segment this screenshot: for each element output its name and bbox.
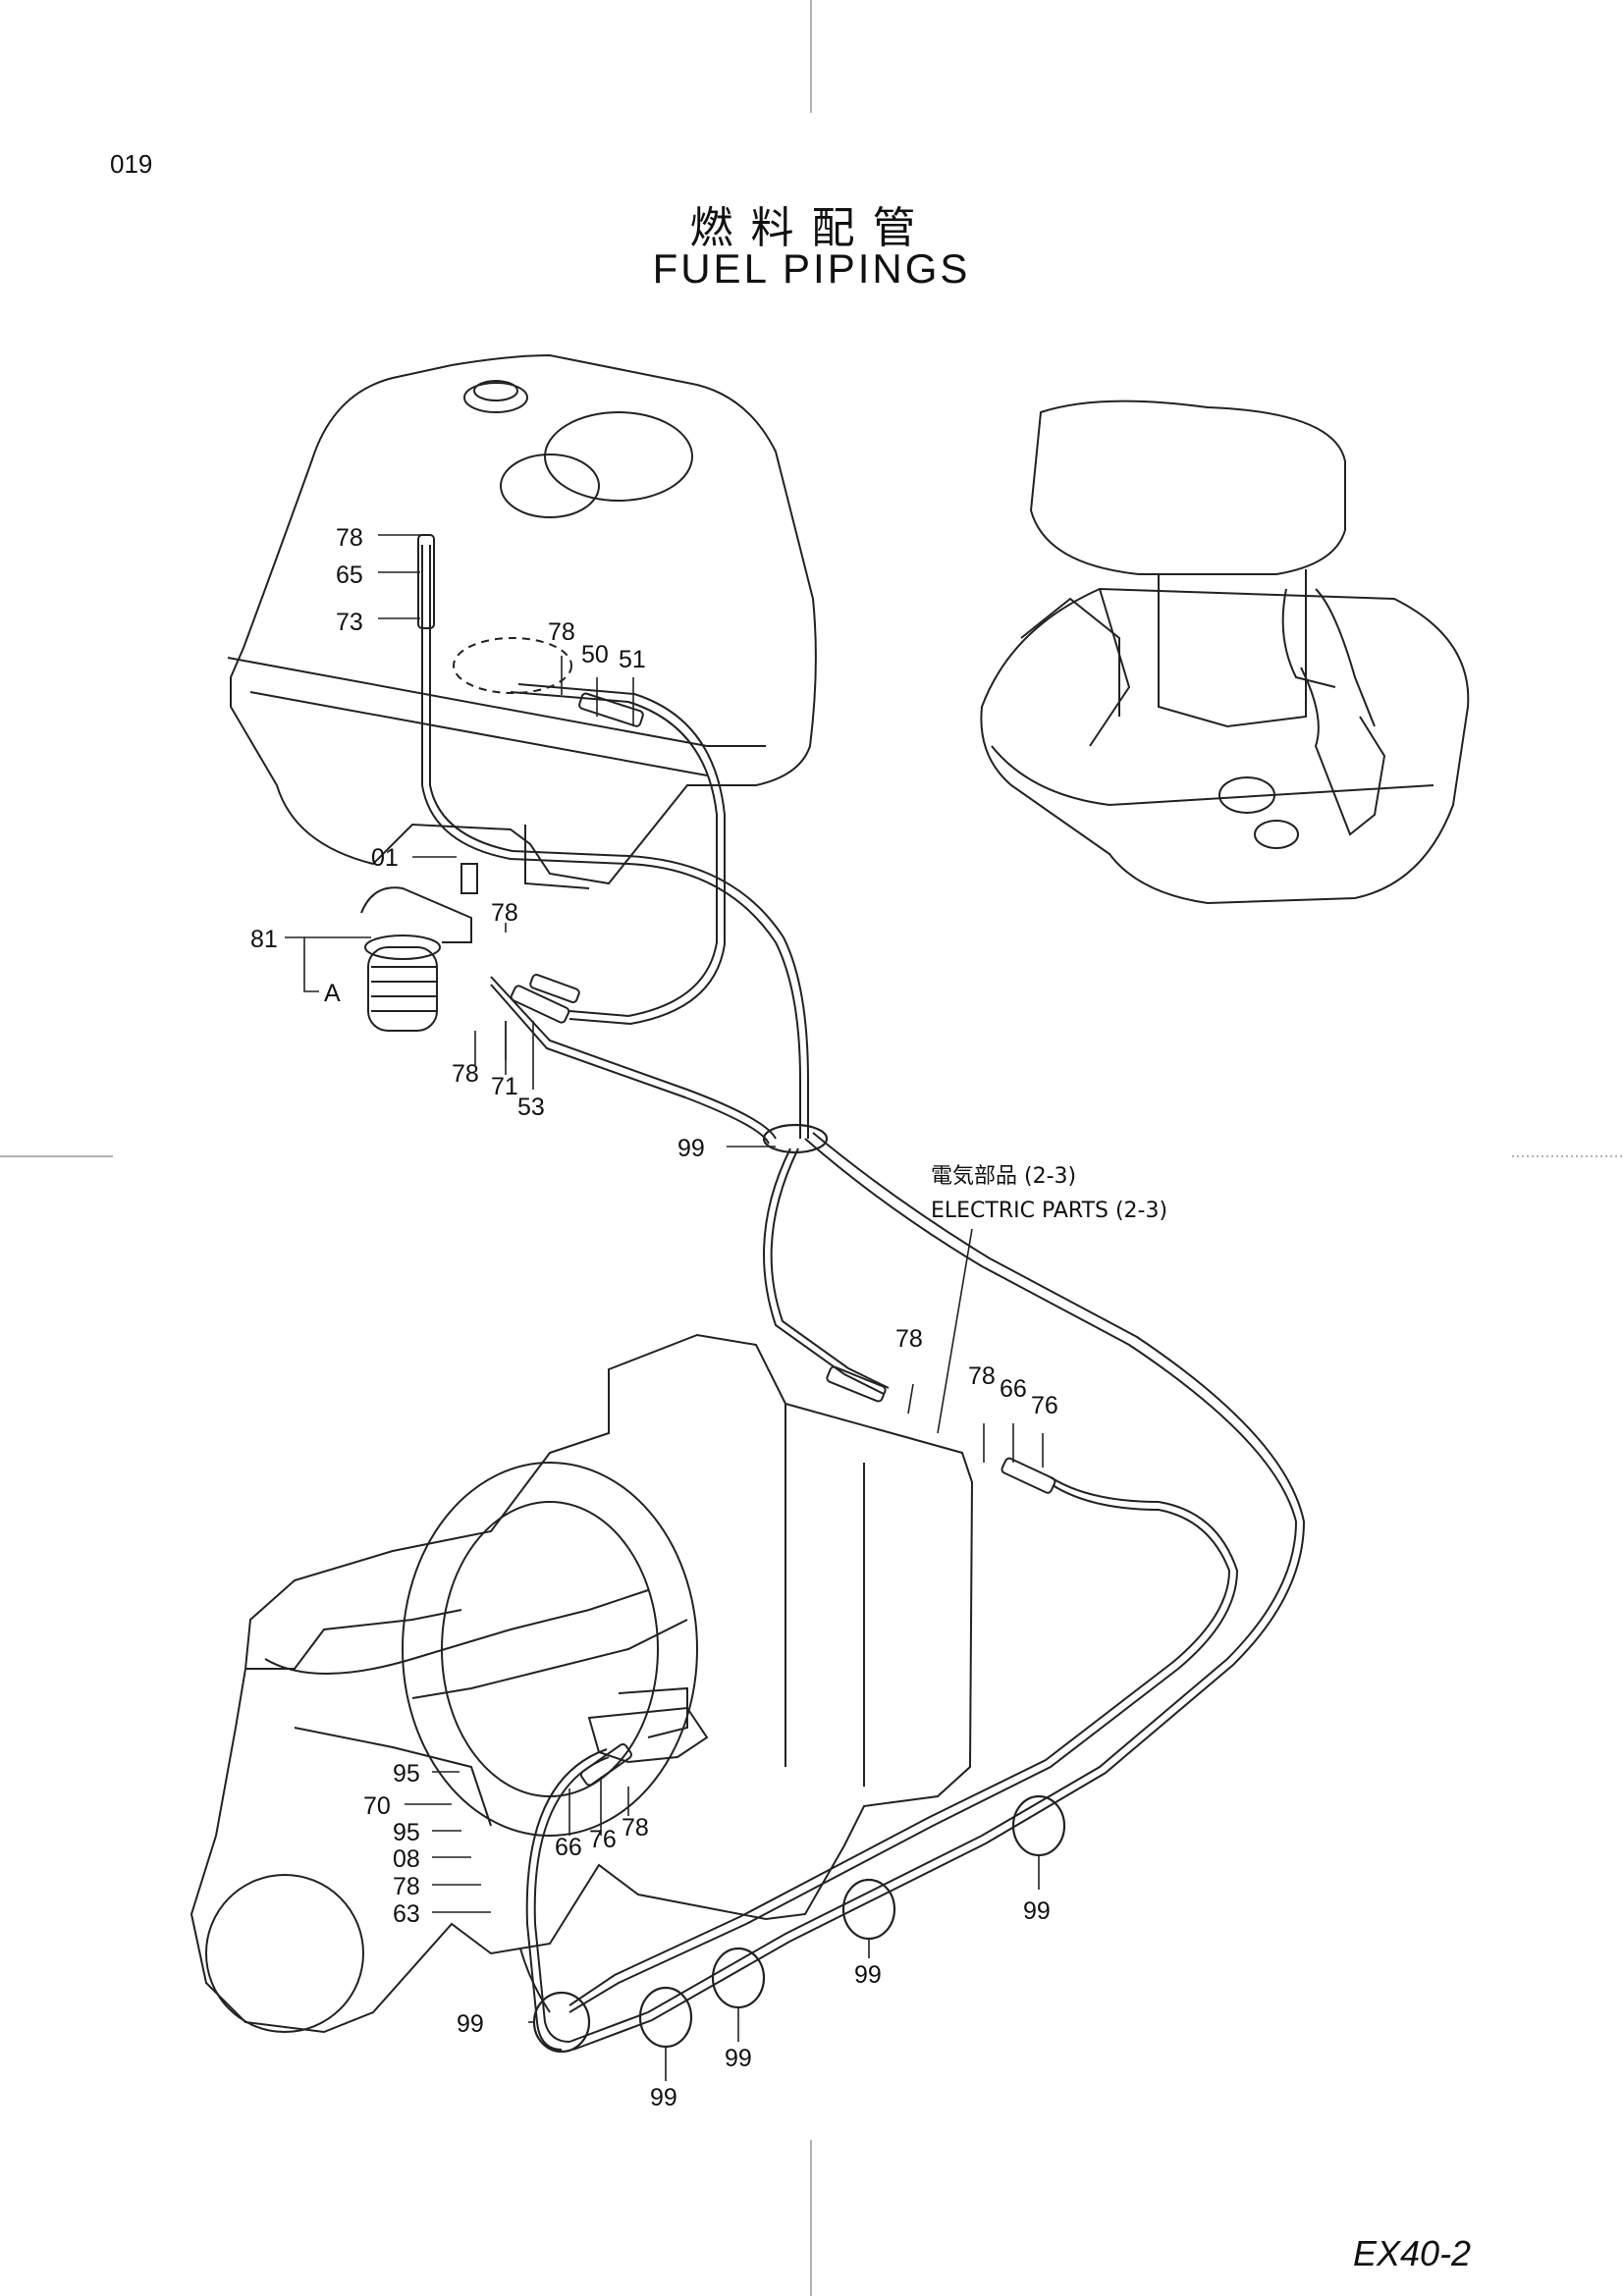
callout-label: 99: [1023, 1897, 1051, 1925]
callout-label: 99: [650, 2084, 677, 2111]
callout-label: 78: [452, 1060, 479, 1088]
page-title: FUEL PIPINGS: [652, 245, 971, 292]
callout-label: 95: [393, 1819, 420, 1846]
callout-label: 65: [336, 561, 363, 589]
fuel-tank-drawing: [227, 353, 817, 889]
callout-label: 78: [491, 899, 518, 927]
callout-label: 50: [581, 641, 609, 668]
excavator-overview: [980, 400, 1470, 905]
fuel-hoses: [421, 545, 1306, 2051]
callout-label: 66: [1000, 1375, 1027, 1403]
reference-note-jp: 電気部品 (2-3): [931, 1164, 1076, 1189]
hose-sleeves: [417, 534, 1056, 1787]
reference-note: 電気部品 (2-3) ELECTRIC PARTS (2-3): [931, 1164, 1167, 1223]
callout-label: 99: [854, 1961, 882, 1989]
callout-label: 76: [589, 1826, 617, 1853]
page-title-japanese: 燃料配管: [689, 203, 934, 253]
leader-lines: [285, 534, 1044, 2081]
model-code: EX40-2: [1353, 2233, 1472, 2273]
reference-note-en: ELECTRIC PARTS (2-3): [931, 1199, 1167, 1223]
part-callouts: 78 65 73 78 50 51 01 81 A 78 78 71 53 99…: [250, 524, 1058, 2111]
callout-label: 71: [491, 1073, 518, 1100]
callout-label: 76: [1031, 1392, 1058, 1419]
callout-label: 81: [250, 926, 278, 953]
engine-drawing: [189, 1333, 974, 2034]
hose-clamps: [532, 1123, 1066, 2054]
callout-label: 70: [363, 1792, 391, 1820]
callout-label: 99: [725, 2045, 752, 2072]
callout-label: 99: [457, 2010, 484, 2038]
fuel-filter-drawing: [360, 863, 478, 1032]
callout-label: 78: [336, 524, 363, 552]
callout-label: 66: [555, 1834, 582, 1861]
callout-label: 63: [393, 1900, 420, 1928]
callout-label: 78: [895, 1325, 923, 1353]
callout-label: 99: [677, 1135, 705, 1162]
callout-label: 73: [336, 609, 363, 636]
callout-label: 01: [371, 844, 399, 872]
callout-label: 95: [393, 1760, 420, 1788]
callout-label: 78: [393, 1873, 420, 1900]
callout-label: 78: [968, 1362, 996, 1390]
callout-label: 08: [393, 1845, 420, 1873]
callout-label: 78: [622, 1814, 649, 1842]
callout-label: 78: [548, 618, 575, 646]
page-number: 019: [110, 149, 153, 179]
callout-label: A: [324, 980, 341, 1007]
callout-label: 53: [517, 1094, 545, 1121]
callout-label: 51: [619, 646, 646, 673]
